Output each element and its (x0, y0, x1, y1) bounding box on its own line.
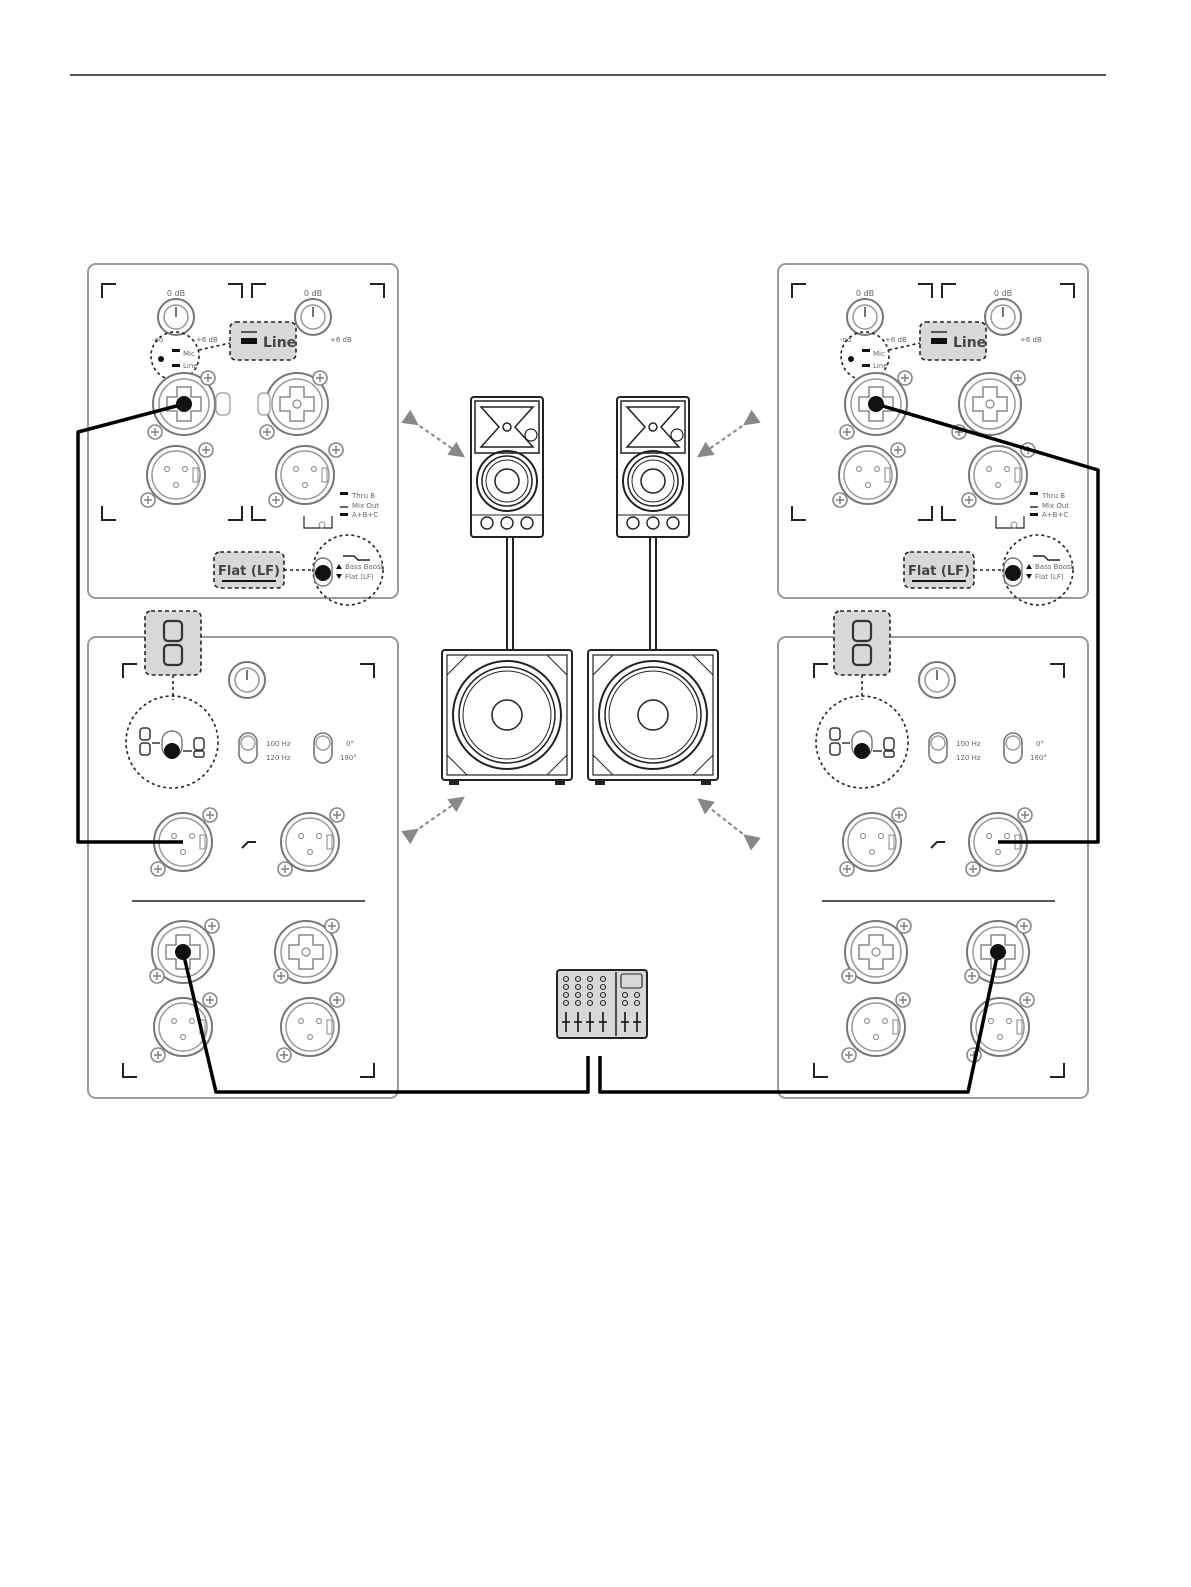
right-flat-lf-label: Flat (LF) (1035, 573, 1064, 581)
left-gain-knob-a[interactable] (158, 299, 194, 335)
left-flat-lf-label: Flat (LF) (345, 573, 374, 581)
right-phase-switch[interactable] (1004, 733, 1022, 763)
right-line-label: Line (873, 362, 888, 370)
right-sub-level-knob[interactable] (919, 662, 955, 698)
speaker-stack-left (442, 397, 572, 785)
right-input-a-xlr[interactable] (839, 446, 897, 504)
right-mic-label: Mic (873, 350, 885, 358)
right-mixsum-label: A+B+C (1042, 511, 1068, 519)
right-bass-boost-switch[interactable] (1005, 565, 1021, 581)
right-mic-line-led (848, 356, 854, 362)
right-chan-a-level: 0 dB (856, 289, 874, 298)
right-sub-xlr-a[interactable] (847, 998, 905, 1056)
right-thru-label: Thru B (1041, 492, 1065, 500)
mixer (557, 970, 647, 1038)
left-speaker-panel: 0 dB 0 dB -oo +6 dB +6 dB Mic Line Line (88, 264, 398, 605)
left-gain-max: +6 dB (196, 336, 218, 344)
right-phase-0: 0° (1036, 740, 1044, 748)
left-crossover-switch[interactable] (239, 733, 257, 763)
right-gain-knob-a[interactable] (847, 299, 883, 335)
left-sub-xlr-b[interactable] (281, 998, 339, 1056)
right-sub-xlr-b[interactable] (971, 998, 1029, 1056)
right-crossover-100: 100 Hz (956, 740, 981, 748)
right-mode-switch[interactable] (854, 743, 870, 759)
right-gain-max-b: +6 dB (1020, 336, 1042, 344)
left-sub-level-knob[interactable] (229, 662, 265, 698)
left-flat-callout-text: Flat (LF) (218, 564, 280, 579)
left-sub-panel: 100 Hz 120 Hz 0° 180° (88, 611, 398, 1098)
right-chan-b-level: 0 dB (994, 289, 1012, 298)
right-line-callout-text: Line (953, 335, 986, 351)
left-mic-line-led (158, 356, 164, 362)
right-top-speaker (617, 397, 689, 537)
right-sub-output-xlr[interactable] (843, 813, 901, 871)
left-phase-180: 180° (340, 754, 357, 762)
left-mic-label: Mic (183, 350, 195, 358)
right-gain-min: -oo (840, 336, 851, 344)
left-output-xlr[interactable] (276, 446, 334, 504)
left-mixsum-label: A+B+C (352, 511, 378, 519)
left-phase-switch[interactable] (314, 733, 332, 763)
left-crossover-100: 100 Hz (266, 740, 291, 748)
right-crossover-switch[interactable] (929, 733, 947, 763)
left-gain-max-b: +6 dB (330, 336, 352, 344)
left-gain-knob-b[interactable] (295, 299, 331, 335)
right-crossover-120: 120 Hz (956, 754, 981, 762)
left-input-a-xlr[interactable] (147, 446, 205, 504)
left-sub-output-xlr[interactable] (281, 813, 339, 871)
left-chan-b-level: 0 dB (304, 289, 322, 298)
left-mixout-label: Mix Out (352, 502, 379, 510)
right-gain-max: +6 dB (885, 336, 907, 344)
left-line-label: Line (183, 362, 198, 370)
right-sub-panel: 100 Hz 120 Hz 0° 180° (778, 611, 1088, 1098)
speaker-stack-right (588, 397, 718, 785)
left-sub-xlr-a[interactable] (154, 998, 212, 1056)
left-thru-label: Thru B (351, 492, 375, 500)
left-chan-a-level: 0 dB (167, 289, 185, 298)
left-subwoofer (442, 650, 572, 785)
right-mixout-label: Mix Out (1042, 502, 1069, 510)
left-bass-boost-label: Bass Boost (345, 563, 384, 571)
right-output-xlr[interactable] (969, 446, 1027, 504)
left-line-callout-text: Line (263, 335, 296, 351)
right-phase-180: 180° (1030, 754, 1047, 762)
right-gain-knob-b[interactable] (985, 299, 1021, 335)
left-mode-switch[interactable] (164, 743, 180, 759)
right-speaker-panel: 0 dB 0 dB -oo +6 dB +6 dB Mic Line Line … (778, 264, 1088, 605)
left-phase-0: 0° (346, 740, 354, 748)
left-crossover-120: 120 Hz (266, 754, 291, 762)
right-flat-callout-text: Flat (LF) (908, 564, 970, 579)
left-top-speaker (471, 397, 543, 537)
right-subwoofer (588, 650, 718, 785)
right-bass-boost-label: Bass Boost (1035, 563, 1074, 571)
left-bass-boost-switch[interactable] (315, 565, 331, 581)
